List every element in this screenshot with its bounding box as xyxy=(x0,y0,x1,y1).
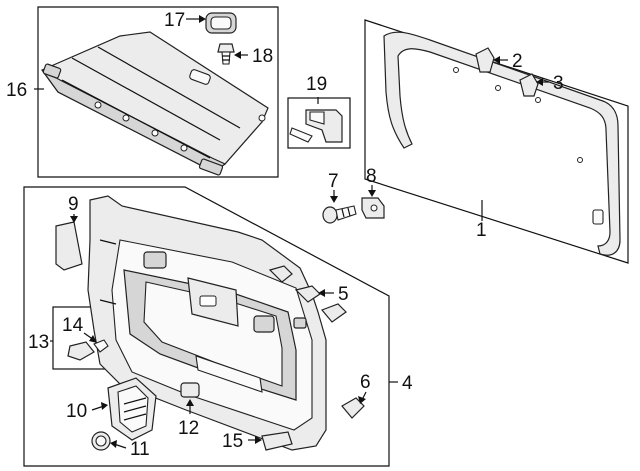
plug-17 xyxy=(205,12,237,34)
callout-3: 3 xyxy=(553,73,564,94)
leaders xyxy=(34,15,549,449)
lamp-14 xyxy=(67,339,109,361)
callout-5: 5 xyxy=(338,284,349,305)
callout-11: 11 xyxy=(130,439,150,460)
callout-12: 12 xyxy=(178,418,199,439)
callout-19: 19 xyxy=(306,74,327,95)
callout-8: 8 xyxy=(366,166,377,187)
hook-19 xyxy=(289,109,343,143)
callout-18: 18 xyxy=(252,46,273,67)
callout-2: 2 xyxy=(512,51,523,72)
weatherstrip-frame xyxy=(364,19,629,264)
clip-8 xyxy=(361,197,385,219)
trim-panel xyxy=(87,195,327,451)
callout-13: 13 xyxy=(28,332,49,353)
hook-frame xyxy=(287,97,351,149)
callout-6: 6 xyxy=(360,372,371,393)
callout-9: 9 xyxy=(68,194,79,215)
bolt-18 xyxy=(217,43,235,65)
bracket-15 xyxy=(261,431,293,451)
clips-5 xyxy=(268,265,347,323)
callout-16: 16 xyxy=(6,80,27,101)
callout-15: 15 xyxy=(222,431,243,452)
cargo-cover-frame xyxy=(37,6,279,178)
clip-6 xyxy=(341,397,365,419)
cargo-cover xyxy=(41,31,269,176)
weatherstrip xyxy=(383,31,621,256)
clip-2 xyxy=(475,47,495,73)
callout-10: 10 xyxy=(66,401,87,422)
bolt-7 xyxy=(322,205,357,224)
cover-9 xyxy=(55,221,83,271)
clip-3 xyxy=(519,73,539,97)
callout-17: 17 xyxy=(164,10,185,31)
trim-panel-frame xyxy=(23,186,390,467)
plug-11 xyxy=(91,431,111,451)
callout-1: 1 xyxy=(476,220,487,241)
clip-12 xyxy=(180,382,200,398)
callout-7: 7 xyxy=(328,171,339,192)
handle-10 xyxy=(107,377,157,441)
callout-14: 14 xyxy=(62,315,84,336)
callout-4: 4 xyxy=(402,373,413,394)
